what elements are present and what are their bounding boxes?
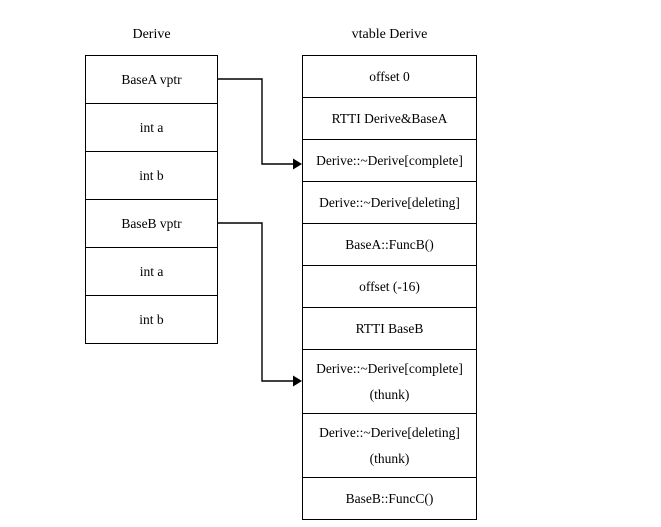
object-row-int-a-2: int a: [86, 248, 217, 296]
vtable-row-label: offset (-16): [359, 278, 420, 294]
vtable-row-offset-0: offset 0: [303, 56, 476, 98]
vtable-row-label: RTTI BaseB: [355, 320, 424, 336]
vtable-row-label: BaseA::FuncB(): [345, 236, 434, 252]
object-row-int-b-1: int b: [86, 152, 217, 200]
vtable-row-sublabel: (thunk): [369, 386, 410, 402]
vtable-row-label: Derive::~Derive[complete]: [316, 360, 463, 376]
object-row-label: BaseA vptr: [121, 71, 182, 87]
left-table-title: Derive: [132, 27, 171, 42]
vtable-row-dtor-complete-thunk: Derive::~Derive[complete] (thunk): [303, 350, 476, 414]
derive-vtable-table: offset 0 RTTI Derive&BaseA Derive::~Deri…: [302, 55, 477, 520]
object-row-label: int b: [139, 311, 164, 327]
vtable-row-rtti-baseb: RTTI BaseB: [303, 308, 476, 350]
right-table-title: vtable Derive: [351, 27, 428, 42]
object-row-int-a-1: int a: [86, 104, 217, 152]
vtable-row-baseb-funcc: BaseB::FuncC(): [303, 478, 476, 520]
vtable-row-rtti-derive-basea: RTTI Derive&BaseA: [303, 98, 476, 140]
vtable-row-offset-minus-16: offset (-16): [303, 266, 476, 308]
object-row-label: int a: [139, 119, 164, 135]
derive-object-layout-table: BaseA vptr int a int b BaseB vptr int a …: [85, 55, 218, 344]
vtable-row-dtor-complete: Derive::~Derive[complete]: [303, 140, 476, 182]
object-row-label: int b: [139, 167, 164, 183]
arrow-head-icon: [293, 375, 302, 387]
vtable-row-basea-funcb: BaseA::FuncB(): [303, 224, 476, 266]
object-row-int-b-2: int b: [86, 296, 217, 344]
object-row-basea-vptr: BaseA vptr: [86, 56, 217, 104]
connector-baseb-vptr: [218, 222, 302, 387]
connector-basea-vptr: [218, 78, 302, 170]
vtable-row-label: RTTI Derive&BaseA: [331, 110, 448, 126]
vtable-row-label: Derive::~Derive[deleting]: [319, 424, 460, 440]
vtable-row-dtor-deleting: Derive::~Derive[deleting]: [303, 182, 476, 224]
object-row-label: BaseB vptr: [121, 215, 182, 231]
vtable-row-label: offset 0: [369, 68, 410, 84]
vtable-row-label: Derive::~Derive[deleting]: [319, 194, 460, 210]
object-row-label: int a: [139, 263, 164, 279]
vtable-row-sublabel: (thunk): [369, 450, 410, 466]
object-row-baseb-vptr: BaseB vptr: [86, 200, 217, 248]
vtable-row-dtor-deleting-thunk: Derive::~Derive[deleting] (thunk): [303, 414, 476, 478]
vtable-row-label: Derive::~Derive[complete]: [316, 152, 463, 168]
arrow-head-icon: [293, 158, 302, 170]
vtable-row-label: BaseB::FuncC(): [345, 490, 434, 506]
